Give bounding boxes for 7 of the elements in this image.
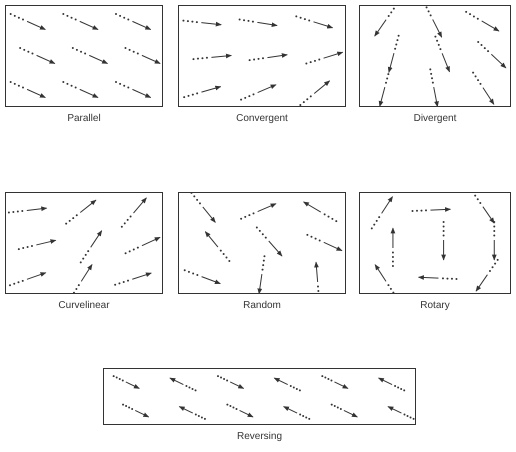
panel-caption: Rotary: [420, 300, 450, 311]
panel-caption: Curvelinear: [58, 300, 110, 311]
panel-caption: Parallel: [67, 113, 101, 124]
panel-caption: Convergent: [236, 113, 288, 124]
panel-caption: Reversing: [236, 431, 282, 442]
panel-caption: Random: [243, 300, 281, 311]
panel-caption: Divergent: [414, 113, 456, 124]
